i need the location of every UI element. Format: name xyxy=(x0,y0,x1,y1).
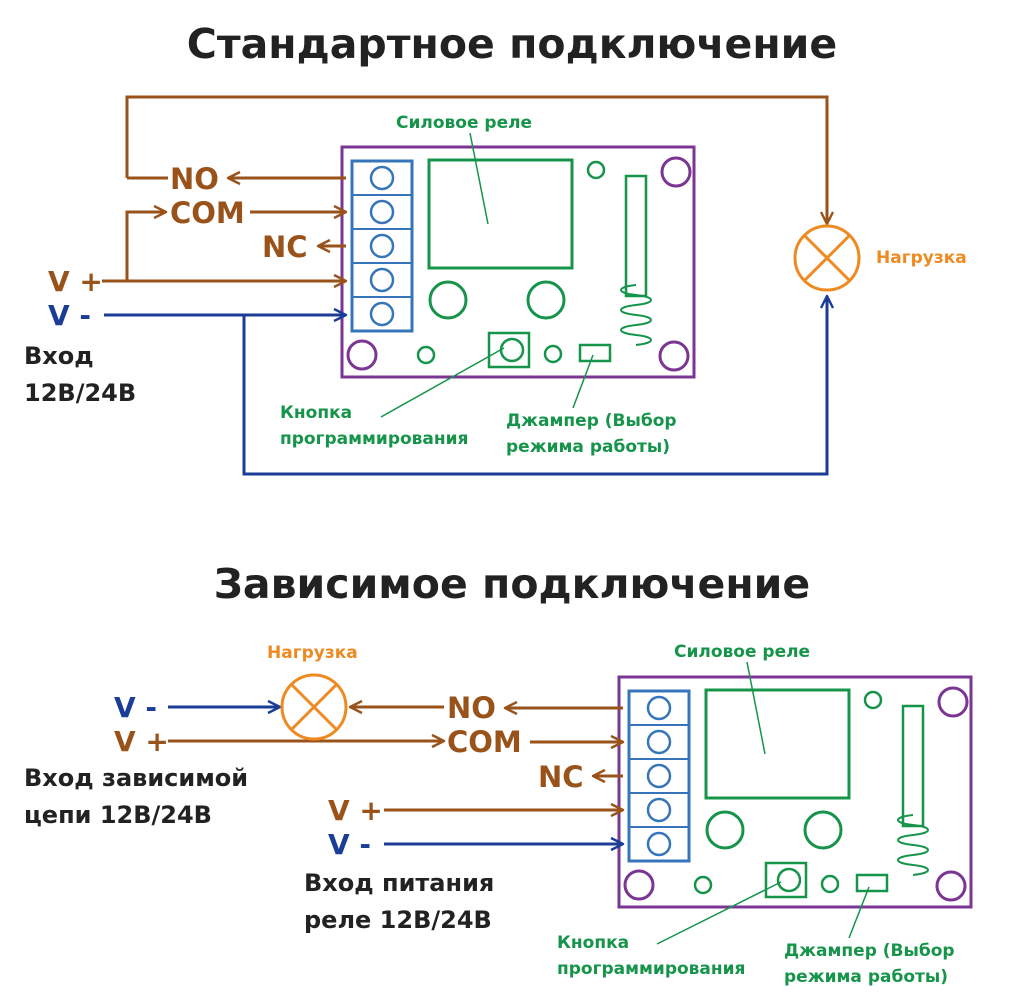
antenna xyxy=(624,174,648,298)
standard-load-lamp xyxy=(793,224,861,292)
dependent-connection: Зависимое подключение xyxy=(24,560,973,987)
standard-nc-label: NC xyxy=(262,230,308,264)
dependent-load-label: Нагрузка xyxy=(267,643,358,663)
standard-title: Стандартное подключение xyxy=(187,20,837,68)
dependent-button-line1: Кнопка xyxy=(557,933,629,953)
dependent-circuit-v-plus: V + xyxy=(114,725,169,758)
standard-load-label: Нагрузка xyxy=(876,248,967,268)
standard-v-plus: V + xyxy=(48,265,103,298)
standard-relay-board xyxy=(340,145,696,379)
dependent-title: Зависимое подключение xyxy=(214,560,810,608)
standard-com-label: COM xyxy=(170,196,245,230)
dependent-jumper-line1: Джампер (Выбор xyxy=(784,941,955,961)
standard-wires xyxy=(102,95,835,476)
dependent-leader-lines xyxy=(656,661,870,945)
dependent-wires xyxy=(168,699,625,852)
dependent-no-label: NO xyxy=(447,691,496,725)
standard-v-minus: V - xyxy=(48,299,91,332)
dependent-button-line2: программирования xyxy=(557,959,745,979)
terminal-block xyxy=(627,689,691,863)
dependent-load-lamp xyxy=(280,673,348,741)
dependent-relay-input-line1: Вход питания xyxy=(304,869,494,897)
programming-button xyxy=(764,861,808,899)
dependent-com-label: COM xyxy=(447,725,522,759)
jumper xyxy=(855,873,889,893)
standard-button-line1: Кнопка xyxy=(280,403,352,423)
dependent-jumper-line2: режима работы) xyxy=(784,967,948,987)
dependent-circuit-input-line2: цепи 12В/24В xyxy=(24,801,212,829)
standard-connection: Стандартное подключение xyxy=(24,20,967,476)
dependent-relay-input-line2: реле 12В/24В xyxy=(304,906,492,934)
dependent-relay-board xyxy=(617,675,973,909)
dependent-circuit-input-line1: Вход зависимой xyxy=(24,764,248,792)
standard-leader-lines xyxy=(380,132,594,418)
dependent-relay-v-minus: V - xyxy=(328,828,371,861)
power-relay xyxy=(704,688,851,800)
dependent-nc-label: NC xyxy=(538,760,584,794)
jumper xyxy=(578,343,612,363)
standard-no-label: NO xyxy=(170,162,219,196)
terminal-block xyxy=(350,159,414,333)
programming-button xyxy=(487,331,531,369)
standard-relay-label: Силовое реле xyxy=(396,113,532,133)
dependent-relay-v-plus: V + xyxy=(328,794,383,827)
standard-jumper-line2: режима работы) xyxy=(506,437,670,457)
standard-jumper-line1: Джампер (Выбор xyxy=(506,411,677,431)
antenna xyxy=(901,704,925,828)
standard-input-line2: 12В/24В xyxy=(24,379,136,407)
power-relay xyxy=(427,158,574,270)
dependent-relay-label: Силовое реле xyxy=(674,642,810,662)
dependent-circuit-v-minus: V - xyxy=(114,691,157,724)
standard-button-line2: программирования xyxy=(280,429,468,449)
standard-input-line1: Вход xyxy=(24,342,94,370)
